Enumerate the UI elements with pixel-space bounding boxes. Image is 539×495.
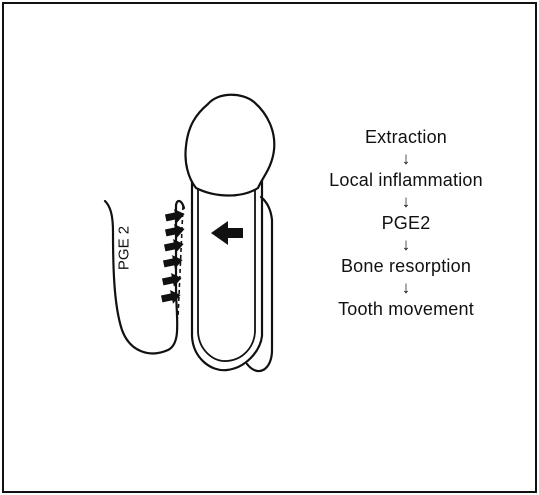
pge2-side-label: PGE 2 [116,226,133,270]
down-arrow-icon: ↓ [296,191,516,212]
tooth-root-outer [192,168,262,370]
tooth-root-inner [198,174,255,361]
process-flow: Extraction ↓ Local inflammation ↓ PGE2 ↓… [296,126,516,320]
movement-arrow [211,221,243,245]
flow-step-pge2: PGE2 [296,212,516,234]
flow-step-bone-resorption: Bone resorption [296,255,516,277]
tooth-crown [185,95,274,196]
pge2-arrow-6 [161,289,181,304]
down-arrow-icon: ↓ [296,234,516,255]
down-arrow-icon: ↓ [296,277,516,298]
flow-step-tooth-movement: Tooth movement [296,298,516,320]
flow-step-extraction: Extraction [296,126,516,148]
pge2-arrows [161,206,185,318]
down-arrow-icon: ↓ [296,148,516,169]
flow-step-local-inflammation: Local inflammation [296,169,516,191]
